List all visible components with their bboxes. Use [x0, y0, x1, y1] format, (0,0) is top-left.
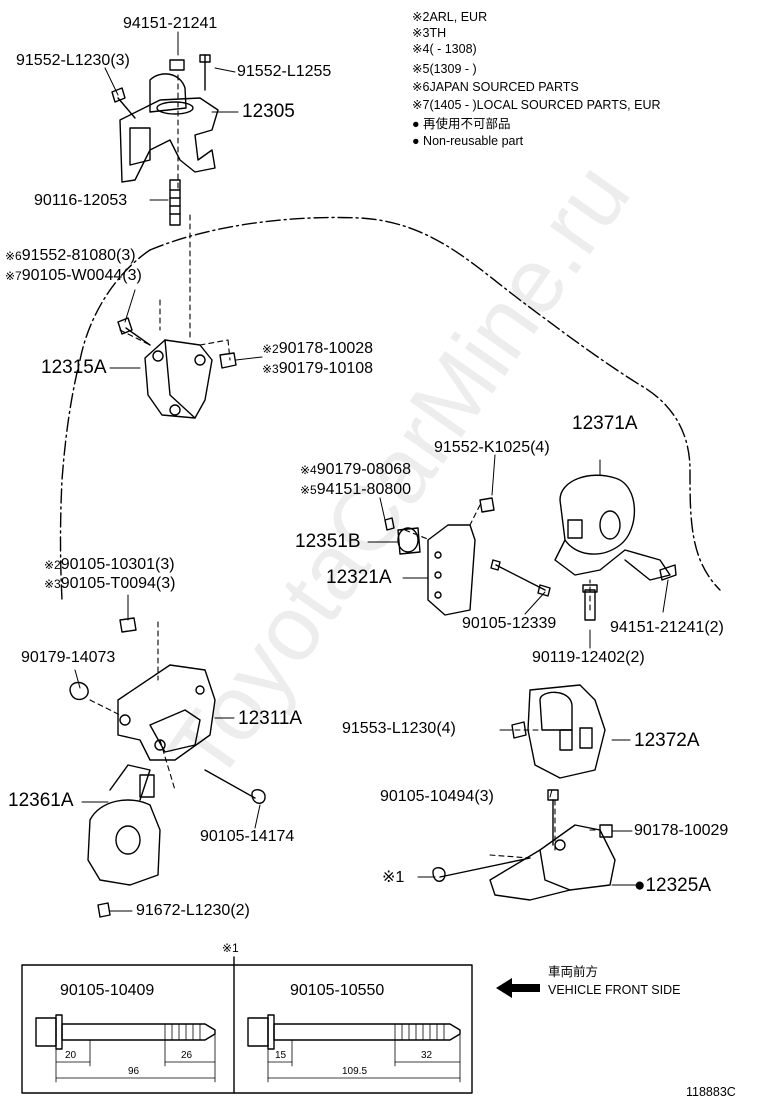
note-2: ※2ARL, EUR	[412, 10, 488, 24]
label-12305[interactable]: 12305	[242, 101, 295, 122]
bolt-right-part[interactable]: 90105-10550	[290, 982, 385, 999]
label-12372A[interactable]: 12372A	[634, 730, 700, 751]
label-12325A[interactable]: ●12325A	[634, 875, 711, 896]
label-12311A[interactable]: 12311A	[238, 708, 303, 729]
label-90179-08068[interactable]: ※490179-08068	[300, 461, 412, 478]
note-3: ※3TH	[412, 26, 447, 40]
bolt-left-d1: 20	[65, 1050, 77, 1061]
label-94151-21241-2[interactable]: 94151-21241(2)	[610, 619, 724, 636]
note-5: ※5(1309 - )	[412, 62, 477, 76]
label-91552-L1255[interactable]: 91552-L1255	[237, 63, 332, 80]
label-90179-14073[interactable]: 90179-14073	[21, 649, 116, 666]
engine-outline	[149, 216, 721, 591]
label-91552-K1025-4[interactable]: 91552-K1025(4)	[434, 439, 550, 456]
label-12315A[interactable]: 12315A	[41, 357, 107, 378]
part-12372A	[511, 684, 606, 779]
label-90105-14174[interactable]: 90105-14174	[200, 828, 295, 845]
note-7: ※7(1405 - )LOCAL SOURCED PARTS, EUR	[412, 98, 661, 112]
label-12351B[interactable]: 12351B	[295, 531, 361, 552]
label-91553-L1230-4[interactable]: 91553-L1230(4)	[342, 720, 456, 737]
note-nonreusable-en: ● Non-reusable part	[412, 134, 524, 148]
note-4: ※4( - 1308)	[412, 42, 477, 56]
engine-outline-left	[59, 249, 151, 601]
bolt-left-d2: 26	[181, 1050, 193, 1061]
part-12321A	[384, 497, 598, 621]
label-90179-10108[interactable]: ※390179-10108	[262, 360, 374, 377]
note-6: ※6JAPAN SOURCED PARTS	[412, 80, 579, 94]
direction-en: VEHICLE FRONT SIDE	[548, 983, 681, 997]
label-90105-W0044-3[interactable]: ※790105-W0044(3)	[5, 267, 142, 284]
diagram-id: 118883C	[686, 1085, 736, 1099]
part-12371A	[554, 474, 677, 581]
mark-1-box: ※1	[222, 941, 239, 955]
label-91552-L1230-3[interactable]: 91552-L1230(3)	[16, 52, 130, 69]
label-91672-L1230-2[interactable]: 91672-L1230(2)	[136, 902, 250, 919]
part-12305	[111, 54, 219, 226]
label-90105-10301-3[interactable]: ※290105-10301(3)	[44, 556, 175, 573]
front-arrow	[496, 978, 540, 998]
label-91552-81080-3[interactable]: ※691552-81080(3)	[5, 247, 136, 264]
bolt-spec-box	[21, 964, 473, 1094]
label-12321A[interactable]: 12321A	[326, 567, 392, 588]
label-90105-10494-3[interactable]: 90105-10494(3)	[380, 788, 494, 805]
label-90105-T0094-3[interactable]: ※390105-T0094(3)	[44, 575, 176, 592]
bolt-right-d1: 15	[275, 1050, 287, 1061]
bolt-right-total: 109.5	[342, 1066, 368, 1077]
part-12361A	[87, 764, 161, 918]
label-12361A[interactable]: 12361A	[8, 790, 74, 811]
label-90119-12402-2[interactable]: 90119-12402(2)	[532, 649, 645, 666]
bolt-90105-10409	[35, 1014, 216, 1083]
bolt-left-total: 96	[128, 1066, 140, 1077]
bolt-right-d2: 32	[421, 1050, 433, 1061]
part-12311A	[69, 617, 266, 804]
bolt-left-part[interactable]: 90105-10409	[60, 982, 155, 999]
label-12371A[interactable]: 12371A	[572, 413, 638, 434]
label-94151-21241[interactable]: 94151-21241	[123, 15, 218, 32]
label-90178-10028[interactable]: ※290178-10028	[262, 340, 374, 357]
part-12315A	[117, 317, 237, 419]
label-94151-80800[interactable]: ※594151-80800	[300, 481, 412, 498]
note-nonreusable-jp: ● 再使用不可部品	[412, 117, 511, 131]
label-90105-12339[interactable]: 90105-12339	[462, 615, 557, 632]
label-90178-10029[interactable]: 90178-10029	[634, 822, 729, 839]
bolt-90105-10550	[247, 1014, 461, 1083]
label-90116-12053[interactable]: 90116-12053	[34, 192, 128, 209]
part-12325A	[432, 789, 616, 901]
direction-jp: 車両前方	[548, 965, 599, 979]
mark-1: ※1	[382, 869, 405, 886]
